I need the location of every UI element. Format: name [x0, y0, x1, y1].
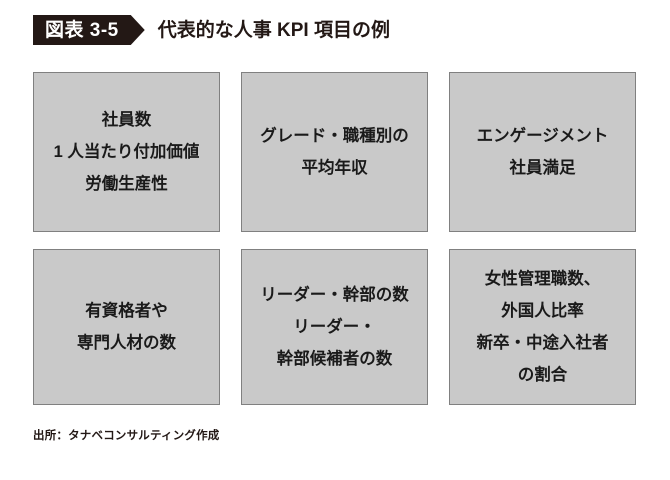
- kpi-line: 専門人材の数: [77, 334, 176, 352]
- kpi-box-diversity-ratios: 女性管理職数、 外国人比率 新卒・中途入社者 の割合: [449, 249, 636, 405]
- kpi-box-leader-executive-count: リーダー・幹部の数 リーダー・ 幹部候補者の数: [241, 249, 428, 405]
- kpi-box-average-annual-income: グレード・職種別の 平均年収: [241, 72, 428, 232]
- kpi-line: 社員数: [101, 110, 152, 129]
- kpi-line: の割合: [517, 366, 568, 385]
- kpi-line: リーダー・: [293, 317, 376, 336]
- figure-number-badge: 図表 3-5: [33, 15, 145, 45]
- kpi-line: 外国人比率: [501, 301, 584, 320]
- kpi-box-headcount-productivity: 社員数 1 人当たり付加価値 労働生産性: [33, 72, 220, 232]
- kpi-line: グレード・職種別の: [260, 126, 409, 145]
- kpi-line: 平均年収: [301, 159, 368, 177]
- source-note: 出所：タナベコンサルティング作成: [33, 430, 220, 442]
- kpi-line: 1 人当たり付加価値: [53, 142, 200, 161]
- kpi-line: 有資格者や: [85, 301, 168, 320]
- figure-number-label: 図表 3-5: [45, 19, 119, 41]
- kpi-box-qualified-specialist-count: 有資格者や 専門人材の数: [33, 249, 220, 405]
- kpi-line: 労働生産性: [85, 175, 168, 194]
- figure-header: 図表 3-5 代表的な人事 KPI 項目の例: [33, 15, 390, 45]
- page-title: 代表的な人事 KPI 項目の例: [157, 19, 390, 41]
- kpi-grid: 社員数 1 人当たり付加価値 労働生産性 グレード・職種別の 平均年収 エンゲー…: [33, 72, 636, 405]
- kpi-line: 幹部候補者の数: [276, 350, 393, 369]
- kpi-line: 社員満足: [509, 159, 576, 177]
- kpi-line: エンゲージメント: [476, 126, 609, 145]
- kpi-line: 新卒・中途入社者: [476, 334, 609, 352]
- kpi-line: 女性管理職数、: [484, 269, 601, 288]
- kpi-box-engagement-satisfaction: エンゲージメント 社員満足: [449, 72, 636, 232]
- kpi-line: リーダー・幹部の数: [260, 285, 409, 304]
